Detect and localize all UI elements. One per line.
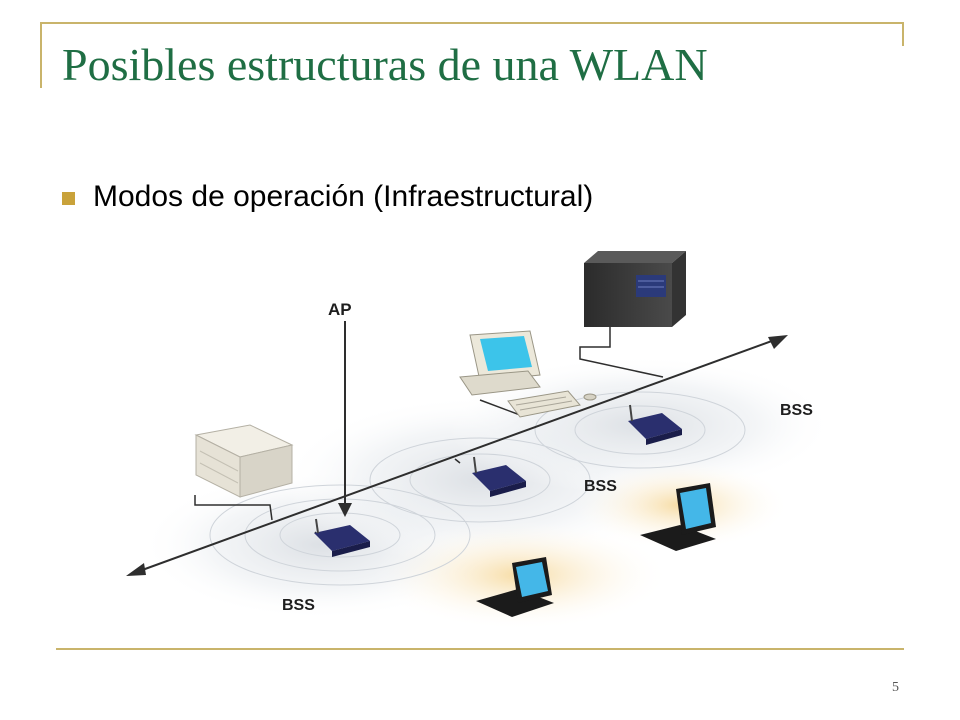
laptop-icon bbox=[476, 557, 554, 617]
signal-rings bbox=[209, 391, 746, 586]
ap-label: AP bbox=[328, 300, 352, 319]
access-point-icon bbox=[628, 404, 682, 445]
ap-pointer-arrow bbox=[338, 503, 352, 517]
access-point-icon bbox=[314, 518, 370, 557]
printer-icon bbox=[194, 424, 294, 498]
bullet-item: Modos de operación (Infraestructural) bbox=[62, 180, 593, 214]
bullet-text: Modos de operación (Infraestructural) bbox=[93, 180, 594, 213]
backbone-arrow-right bbox=[768, 335, 788, 349]
bss-label-left: BSS bbox=[282, 597, 315, 614]
laptop-icon bbox=[640, 483, 716, 551]
frame-left-line bbox=[40, 22, 42, 88]
page-number: 5 bbox=[892, 680, 899, 695]
backbone-arrow-left bbox=[126, 563, 146, 576]
bullet-marker bbox=[62, 191, 75, 205]
frame-right-line bbox=[902, 22, 904, 46]
bss-label-right: BSS bbox=[780, 402, 813, 419]
bss-label-center: BSS bbox=[584, 478, 617, 495]
backbone-cable bbox=[133, 337, 781, 574]
desktop-computer-icon bbox=[459, 330, 597, 418]
access-point-icon bbox=[472, 456, 526, 497]
server-icon bbox=[584, 251, 686, 327]
frame-bottom-line bbox=[56, 648, 904, 650]
frame-top-line bbox=[40, 22, 904, 24]
slide-title: Posibles estructuras de una WLAN bbox=[62, 39, 708, 90]
wlan-infrastructure-diagram: AP bbox=[126, 251, 835, 630]
